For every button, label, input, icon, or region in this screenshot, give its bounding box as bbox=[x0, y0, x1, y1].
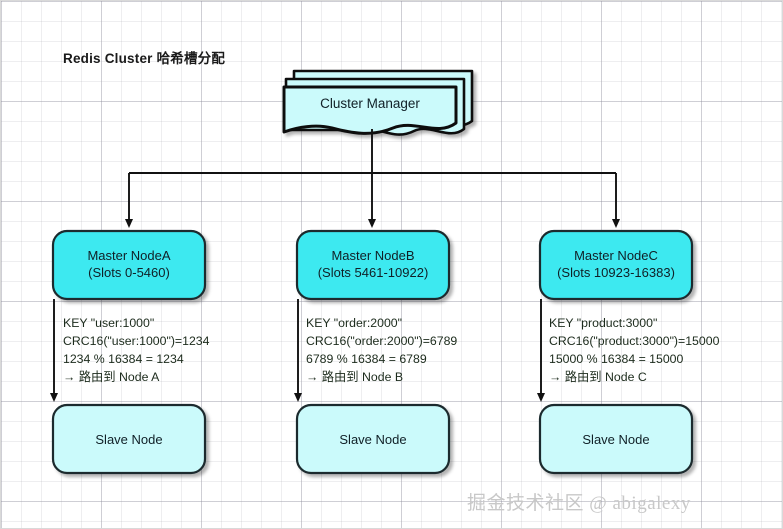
connector-manager-to-masters bbox=[125, 129, 620, 228]
cluster-manager-layer-front bbox=[282, 85, 458, 135]
calc-c-line1: KEY "product:3000" bbox=[549, 316, 658, 330]
master-node-b-box[interactable] bbox=[295, 229, 451, 301]
master-node-a-box[interactable] bbox=[51, 229, 207, 301]
slave-node-3-box[interactable] bbox=[538, 403, 694, 475]
cluster-manager-shape[interactable] bbox=[282, 69, 474, 136]
calc-a-line3: 1234 % 16384 = 1234 bbox=[63, 352, 184, 366]
calc-a-line4: → 路由到 Node A bbox=[63, 370, 160, 384]
calc-c-line3: 15000 % 16384 = 15000 bbox=[549, 352, 684, 366]
connectors-master-to-slave bbox=[50, 299, 545, 402]
calculation-block-c: KEY "product:3000" CRC16("product:3000")… bbox=[549, 314, 719, 386]
calc-b-line4: → 路由到 Node B bbox=[306, 370, 404, 384]
slave-node-1-box[interactable] bbox=[51, 403, 207, 475]
page-title: Redis Cluster 哈希槽分配 bbox=[63, 51, 226, 66]
slave-node-2-box[interactable] bbox=[295, 403, 451, 475]
calc-b-line1: KEY "order:2000" bbox=[306, 316, 403, 330]
calculation-block-a: KEY "user:1000" CRC16("user:1000")=1234 … bbox=[63, 314, 209, 386]
calc-a-line2: CRC16("user:1000")=1234 bbox=[63, 334, 210, 348]
calc-c-line4: → 路由到 Node C bbox=[549, 370, 647, 384]
calc-b-line3: 6789 % 16384 = 6789 bbox=[306, 352, 427, 366]
calc-c-line2: CRC16("product:3000")=15000 bbox=[549, 334, 720, 348]
master-node-c-box[interactable] bbox=[538, 229, 694, 301]
calculation-block-b: KEY "order:2000" CRC16("order:2000")=678… bbox=[306, 314, 457, 386]
calc-b-line2: CRC16("order:2000")=6789 bbox=[306, 334, 458, 348]
calc-a-line1: KEY "user:1000" bbox=[63, 316, 155, 330]
watermark: 掘金技术社区 @ abigalexy bbox=[467, 493, 691, 514]
